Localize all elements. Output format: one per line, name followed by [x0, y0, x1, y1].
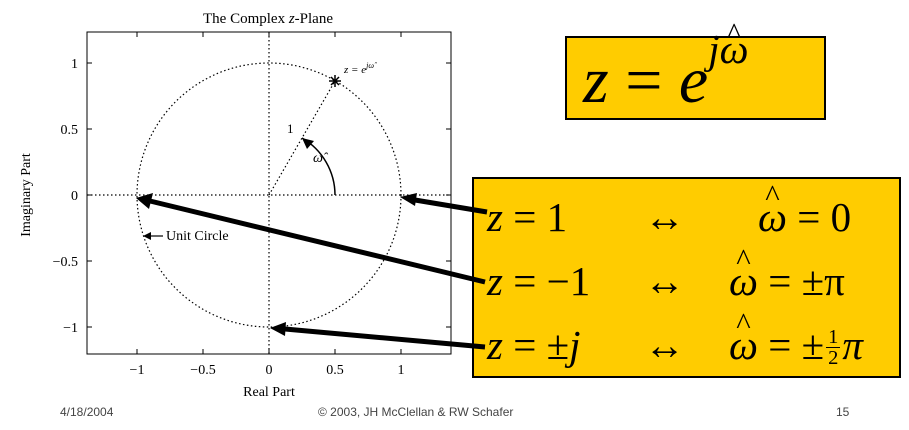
mapping-row-3-lhs: z = ±j: [487, 322, 581, 368]
mapping-row-1-arrow: ↔: [644, 194, 685, 240]
angle-arrowhead: [302, 138, 314, 149]
y-tick-label: −1: [63, 321, 78, 336]
unit-circle-pointer-head: [143, 232, 151, 240]
y-tick-label: −0.5: [53, 255, 78, 270]
y-axis-label: Imaginary Part: [19, 153, 34, 237]
main-equation: z = ejω: [583, 27, 749, 117]
radius-label: 1: [287, 121, 294, 136]
x-tick-label: 1: [398, 363, 405, 378]
y-tick-label: 1: [71, 57, 78, 72]
mapping-row-3-rhs: ω = ±12π: [729, 309, 863, 370]
point-marker: [329, 75, 341, 87]
mapping-row-3-arrow: ↔: [644, 322, 685, 368]
point-label: z = ejω̂: [343, 61, 377, 76]
mapping-row-1-lhs: z = 1: [487, 194, 568, 240]
x-tick-label: 0: [266, 363, 273, 378]
x-tick-label: 0.5: [326, 363, 344, 378]
y-tick-label: 0: [71, 189, 78, 204]
equation-box: z = ejω: [565, 27, 826, 120]
footer-date: 4/18/2004: [60, 405, 114, 419]
mapping-row-1-rhs: ω = 0: [758, 181, 851, 238]
footer-copyright: © 2003, JH McClellan & RW Schafer: [318, 405, 514, 419]
plot-title: The Complex z-Plane: [203, 11, 333, 27]
x-tick-label: −1: [130, 363, 145, 378]
mapping-row-2-rhs: ω = ±π: [729, 245, 845, 302]
mapping-row-2-arrow: ↔: [644, 258, 685, 304]
unit-circle-label: Unit Circle: [166, 229, 229, 244]
footer-page-number: 15: [836, 405, 850, 419]
y-tick-label: 0.5: [61, 123, 79, 138]
x-axis-label: Real Part: [243, 385, 295, 400]
x-tick-label: −0.5: [190, 363, 215, 378]
mapping-row-2-lhs: z = −1: [487, 258, 591, 304]
mapping-box: z = 1 ↔ ω = 0 z = −1 ↔ ω = ±π z = ±j ↔ ω…: [472, 177, 901, 378]
